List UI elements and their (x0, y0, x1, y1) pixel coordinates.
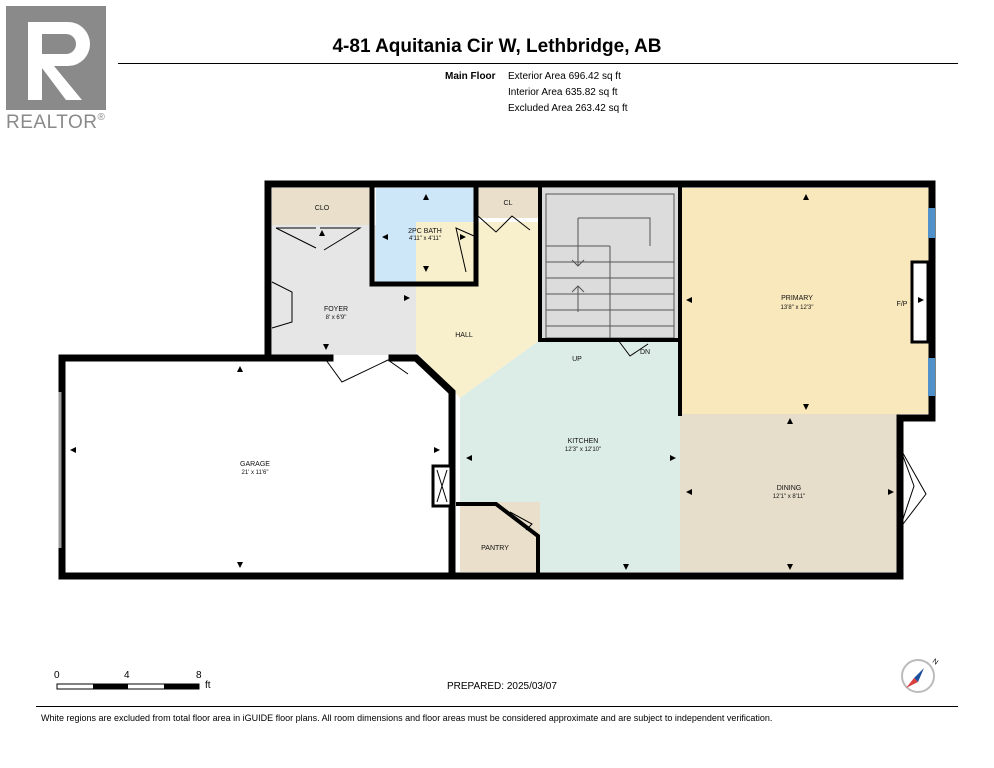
fireplace-label: F/P (897, 301, 908, 308)
room-label-bath: 2PC BATH (408, 228, 442, 235)
dimension-markers (70, 194, 924, 570)
stairs-up-label: UP (572, 356, 582, 363)
footer-divider (36, 706, 958, 707)
cl-area (474, 188, 542, 218)
room-dims-bath: 4'11" x 4'11" (409, 236, 441, 242)
scale-label-8: 8 (196, 670, 202, 681)
door-swing-icon (271, 215, 927, 531)
hall-area (416, 222, 540, 398)
room-label-clo: CLO (315, 205, 330, 212)
realtor-logo-icon (6, 6, 106, 110)
interior-area: Interior Area 635.82 sq ft (508, 87, 618, 98)
room-label-pantry: PANTRY (481, 545, 509, 552)
walls (58, 180, 936, 580)
scale-label-0: 0 (54, 670, 60, 681)
stairs-down-label: DN (640, 349, 650, 356)
dining-area (680, 414, 900, 572)
garage-area (62, 358, 447, 576)
realtor-wordmark: REALTOR® (6, 112, 106, 133)
title-divider (118, 63, 958, 64)
room-label-primary: PRIMARY (781, 295, 813, 302)
room-dims-kitchen: 12'3" x 12'10" (565, 447, 601, 453)
prepared-date: PREPARED: 2025/03/07 (447, 681, 557, 692)
floor-label: Main Floor (445, 71, 496, 82)
scale-label-4: 4 (124, 670, 130, 681)
compass-icon: N (901, 658, 939, 693)
room-label-foyer: FOYER (324, 306, 348, 313)
utility-cross-icon (436, 469, 448, 503)
scale-bar (56, 683, 200, 690)
primary-area (680, 188, 930, 414)
staircase (545, 193, 675, 339)
room-label-garage: GARAGE (240, 461, 270, 468)
scale-unit: ft (205, 680, 211, 691)
excluded-area: Excluded Area 263.42 sq ft (508, 103, 628, 114)
clo-area (272, 188, 372, 225)
exterior-area: Exterior Area 696.42 sq ft (508, 71, 621, 82)
page-title: 4-81 Aquitania Cir W, Lethbridge, AB (332, 36, 662, 57)
room-label-hall: HALL (455, 332, 473, 339)
pantry-area (460, 502, 540, 572)
room-dims-primary: 13'8" x 12'3" (781, 305, 814, 311)
room-dims-dining: 12'1" x 8'11" (773, 494, 805, 500)
svg-text:N: N (931, 658, 939, 667)
window-primary-bottom (928, 358, 935, 396)
room-label-kitchen: KITCHEN (568, 438, 599, 445)
disclaimer-footnote: White regions are excluded from total fl… (41, 713, 773, 723)
room-label-dining: DINING (777, 485, 802, 492)
room-label-cl: CL (504, 200, 513, 207)
room-dims-garage: 21' x 11'6" (242, 470, 269, 476)
room-dims-foyer: 8' x 6'9" (326, 315, 347, 321)
window-primary-top (928, 208, 935, 238)
